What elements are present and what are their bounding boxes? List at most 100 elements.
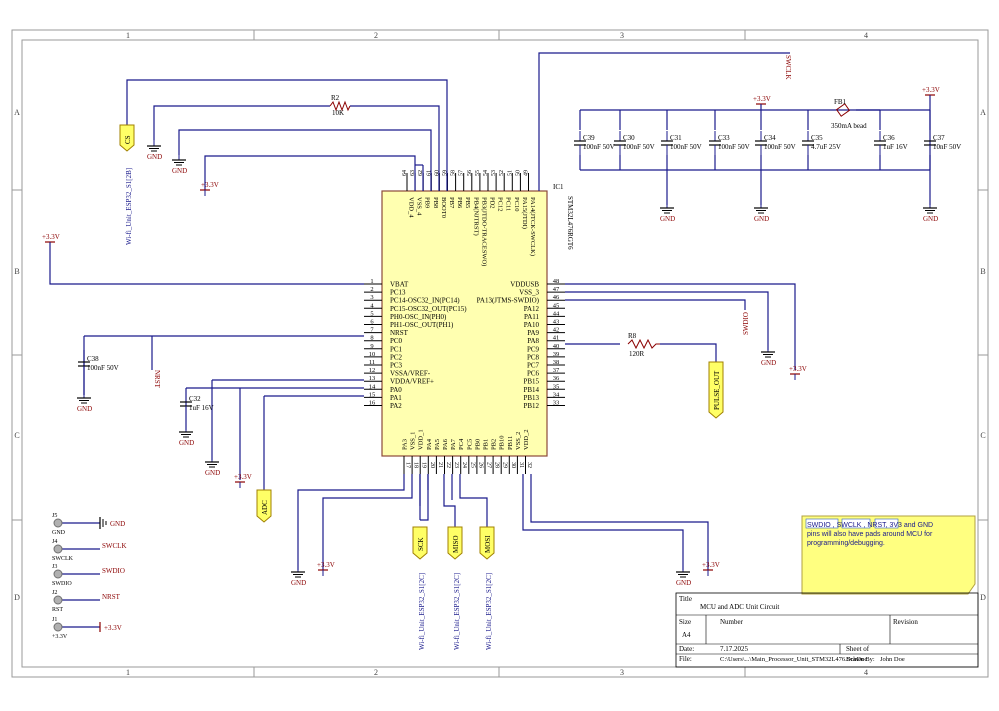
cap-ref: C38 — [87, 355, 99, 363]
v33-label: +3.3V — [201, 181, 219, 189]
ic-pin-name: VSS_2 — [515, 432, 522, 450]
v33-label: +3.3V — [317, 561, 335, 569]
ic-pin-name: PC2 — [390, 353, 403, 361]
gnd-symbol: GND — [77, 392, 92, 413]
pad-ref: J2 — [52, 590, 57, 596]
ic-pin-number: 25 — [469, 462, 475, 468]
col-label-4-bottom: 4 — [864, 668, 868, 677]
col-label-4: 4 — [864, 31, 868, 40]
pad-net: SWCLK — [102, 542, 127, 550]
resistor-r2[interactable]: R2 10K — [329, 94, 351, 117]
ic-pin-number: 58 — [451, 170, 457, 176]
note-line-1: SWDIO , SWCLK , NRST, 3V3 and GND — [807, 522, 933, 529]
ic-pin-number: 32 — [526, 462, 532, 468]
ic-pin-name: PD2 — [489, 197, 496, 209]
ic-pin-number: 14 — [369, 383, 376, 390]
gnd-label: GND — [754, 215, 769, 223]
tb-date-label: Date: — [679, 645, 694, 653]
gnd-symbol: GND — [179, 426, 194, 447]
tb-file: C:\Users\...\Main_Processor_Unit_STM32L4… — [720, 656, 867, 663]
row-label-b-right: B — [980, 267, 985, 276]
v33-label: +3.3V — [753, 95, 771, 103]
ic-pin-number: 33 — [553, 400, 560, 407]
ic-pin-name: VBAT — [390, 281, 409, 289]
ic-pin-name: PA2 — [390, 402, 402, 410]
row-label-a-right: A — [980, 108, 986, 117]
gnd-symbol: GND — [676, 566, 691, 587]
cap-ref: C31 — [670, 134, 682, 142]
wifi-cs-label: Wi-fi_Unit_ESP32_S1[2B] — [125, 168, 133, 245]
net-label-nrst: NRST — [153, 370, 161, 389]
cap-value: 100nF 50V — [623, 143, 655, 151]
ferrite-bead-fb1[interactable]: FB1 350mA bead — [831, 98, 867, 130]
ic-pin-name: PB4(NJTRST) — [472, 197, 479, 236]
row-label-c: C — [14, 431, 19, 440]
col-label-3: 3 — [620, 31, 624, 40]
gnd-symbol: GND — [754, 202, 769, 223]
cap-value: 100nF 50V — [87, 364, 119, 372]
row-label-b: B — [14, 267, 19, 276]
ic-pin-number: 21 — [437, 462, 443, 468]
gnd-label: GND — [205, 469, 220, 477]
ic-pin-name: PC10 — [513, 197, 520, 211]
v33-symbol: +3.3V — [922, 86, 940, 101]
ic-pin-name: PB11 — [507, 436, 514, 450]
tb-drawn-by: John Doe — [880, 656, 905, 663]
cap-ref: C35 — [811, 134, 823, 142]
ic-pin-number: 11 — [369, 359, 375, 366]
tb-date: 7.17.2025 — [720, 645, 749, 653]
gnd-symbol: GND — [660, 202, 675, 223]
net-label-mosi: MOSI — [484, 535, 492, 553]
col-label-2-bottom: 2 — [374, 668, 378, 677]
ic-pin-name: PB8 — [432, 197, 439, 208]
test-pad-j1[interactable]: J1+3.3V+3.3V — [52, 617, 122, 640]
cap-ref: C30 — [623, 134, 635, 142]
v33-label: +3.3V — [922, 86, 940, 94]
resistor-r8[interactable]: R8 120R — [627, 332, 660, 358]
ic-pin-name: PB7 — [448, 197, 455, 209]
ic-pin-number: 48 — [553, 278, 560, 285]
ic-pin-name: PC15-OSC32_OUT(PC15) — [390, 305, 467, 313]
ic-pin-name: PC12 — [497, 197, 504, 211]
ic-pin-number: 60 — [434, 170, 440, 176]
pad-label: +3.3V — [52, 634, 68, 640]
ic-pin-number: 29 — [502, 462, 508, 468]
ic1-part-number: STM32L476RGT6 — [566, 196, 574, 250]
note-line-2: pins will also have pads around MCU for — [807, 531, 933, 538]
r8-value: 120R — [629, 350, 645, 358]
row-label-c-right: C — [980, 431, 985, 440]
ic-pin-name: PA4 — [426, 438, 433, 450]
ic-pin-number: 13 — [369, 375, 376, 382]
ic-pin-name: PB2 — [491, 439, 498, 450]
ic-pin-name: PA7 — [450, 438, 457, 450]
pad-ref: J1 — [52, 617, 57, 623]
ic-pin-name: PB10 — [499, 436, 506, 450]
ic-pin-name: PA5 — [434, 439, 441, 450]
v33-symbol: +3.3V — [42, 233, 60, 248]
ic-pin-name: PA1 — [390, 394, 402, 402]
ic-pin-name: BOOT0 — [440, 197, 447, 218]
v33-label: +3.3V — [42, 233, 60, 241]
cap-value: 100nF 50V — [764, 143, 796, 151]
ic1-designator: IC1 — [553, 183, 564, 191]
ic-pin-name: PH1-OSC_OUT(PH1) — [390, 321, 454, 329]
ic-pin-number: 44 — [553, 310, 560, 317]
ic-pin-name: PA13(JTMS-SWDIO) — [477, 297, 540, 305]
ic-pin-number: 59 — [443, 170, 449, 176]
ic-pin-name: PA14(JTCK-SWCLK) — [529, 197, 536, 256]
